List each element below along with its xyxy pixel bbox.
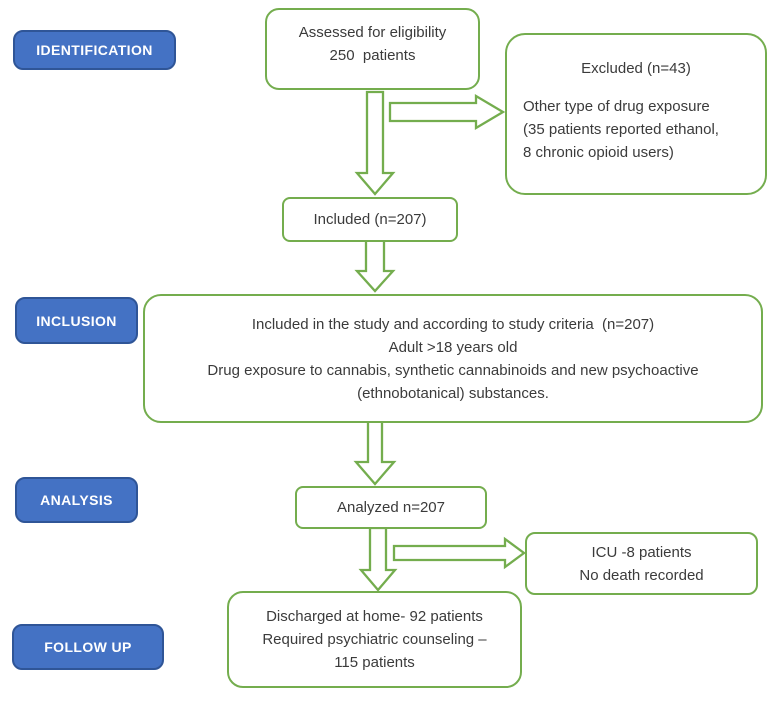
text-line: ICU -8 patients	[591, 543, 692, 561]
text-line: Required psychiatric counseling –	[262, 631, 487, 648]
text-line: Included in the study and according to s…	[251, 315, 655, 333]
box-icu: ICU -8 patients No death recorded	[525, 532, 758, 595]
text-line: No death recorded	[579, 566, 704, 584]
box-assessed-for-eligibility: Assessed for eligibility 250 patients	[265, 8, 480, 90]
right-arrow-icon	[388, 93, 506, 131]
text-line: 250 patients	[329, 47, 416, 64]
down-arrow-icon	[354, 238, 396, 293]
down-arrow-icon	[358, 526, 398, 592]
text-line: (ethnobotanical) substances.	[357, 384, 549, 402]
excluded-title: Excluded (n=43)	[581, 60, 691, 77]
stage-label-identification: IDENTIFICATION	[13, 30, 176, 70]
down-arrow-icon	[354, 90, 396, 196]
box-analyzed: Analyzed n=207	[295, 486, 487, 529]
text-line: Adult >18 years old	[388, 338, 518, 356]
text-line: (35 patients reported ethanol,	[523, 121, 719, 138]
text-line: Discharged at home- 92 patients	[266, 608, 483, 625]
box-inclusion-criteria: Included in the study and according to s…	[143, 294, 763, 423]
box-excluded: Excluded (n=43) Other type of drug expos…	[505, 33, 767, 195]
text-line: Included (n=207)	[313, 211, 427, 228]
down-arrow-icon	[353, 419, 397, 486]
text-line: 8 chronic opioid users)	[523, 144, 674, 161]
text-line: 115 patients	[334, 654, 415, 671]
right-arrow-icon	[392, 536, 526, 570]
box-discharged-follow-up: Discharged at home- 92 patients Required…	[227, 591, 522, 688]
stage-label-followup: FOLLOW UP	[12, 624, 164, 670]
text-line: Drug exposure to cannabis, synthetic can…	[207, 361, 699, 379]
text-line: Other type of drug exposure	[523, 98, 710, 115]
stage-label-inclusion: INCLUSION	[15, 297, 138, 344]
stage-label-analysis: ANALYSIS	[15, 477, 138, 523]
box-included: Included (n=207)	[282, 197, 458, 242]
text-line: Assessed for eligibility	[298, 24, 447, 41]
text-line: Analyzed n=207	[336, 499, 445, 516]
